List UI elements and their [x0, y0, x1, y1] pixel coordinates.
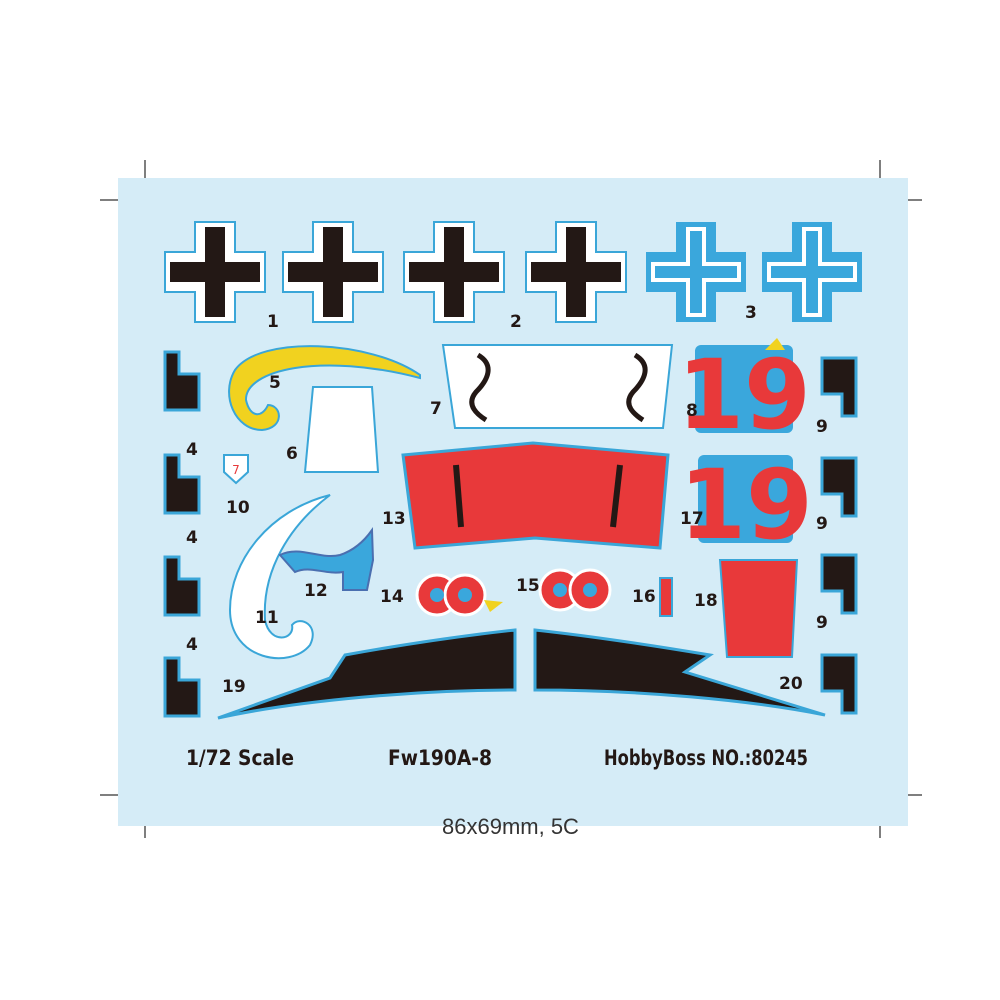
- label-20: 20: [779, 674, 803, 694]
- label-6: 6: [286, 444, 298, 464]
- label-4: 4: [186, 440, 198, 460]
- black-stripe-decal-19: [217, 628, 517, 720]
- label-5: 5: [269, 373, 281, 393]
- white-swirl-decal-11: [228, 494, 331, 660]
- decal-19-text: 19: [679, 449, 813, 561]
- cross-decal-blue: [646, 222, 746, 322]
- label-11: 11: [255, 608, 279, 628]
- cross-decal-blue: [762, 222, 862, 322]
- label-18: 18: [694, 591, 718, 611]
- roundel-decal-15: [538, 568, 612, 612]
- decal-19-text: 19: [677, 339, 811, 451]
- red-panel-decal-13: [401, 441, 670, 550]
- yellow-swirl-decal: [228, 345, 421, 432]
- label-10: 10: [226, 498, 250, 518]
- label-4: 4: [186, 528, 198, 548]
- label-9: 9: [816, 514, 828, 534]
- sheet-size-caption: 86x69mm, 5C: [442, 814, 579, 839]
- label-4: 4: [186, 635, 198, 655]
- label-16: 16: [632, 587, 656, 607]
- label-12: 12: [304, 581, 328, 601]
- model-label: Fw190A-8: [388, 746, 492, 770]
- label-1: 1: [267, 312, 279, 332]
- label-8: 8: [686, 401, 698, 421]
- label-15: 15: [516, 576, 540, 596]
- black-stripe-decal-20: [533, 628, 826, 717]
- label-14: 14: [380, 587, 404, 607]
- number-19-decal-8: 19: [677, 338, 811, 451]
- svg-text:7: 7: [232, 463, 240, 477]
- label-19: 19: [222, 677, 246, 697]
- label-2: 2: [510, 312, 522, 332]
- label-9: 9: [816, 417, 828, 437]
- red-strip-decal-16: [659, 577, 673, 617]
- scale-label: 1/72 Scale: [186, 746, 294, 770]
- label-7: 7: [430, 399, 442, 419]
- canopy-decal-7: [441, 344, 674, 429]
- label-17: 17: [680, 509, 704, 529]
- label-3: 3: [745, 303, 757, 323]
- emblem-decal-12: [278, 526, 375, 591]
- product-number-label: HobbyBoss NO.:80245: [604, 746, 808, 770]
- roundel-decal-14: [415, 573, 503, 617]
- number-19-decal-17: 19: [679, 449, 813, 561]
- label-9: 9: [816, 613, 828, 633]
- shield-decal-10: 7: [223, 454, 249, 485]
- red-panel-decal-18: [718, 559, 799, 658]
- white-panel-decal-6: [303, 386, 380, 473]
- decal-number-labels: 1 2 3 4 4 4 5 6 7 8 9 9 9 10 11 12 13 14…: [186, 303, 828, 697]
- label-13: 13: [382, 509, 406, 529]
